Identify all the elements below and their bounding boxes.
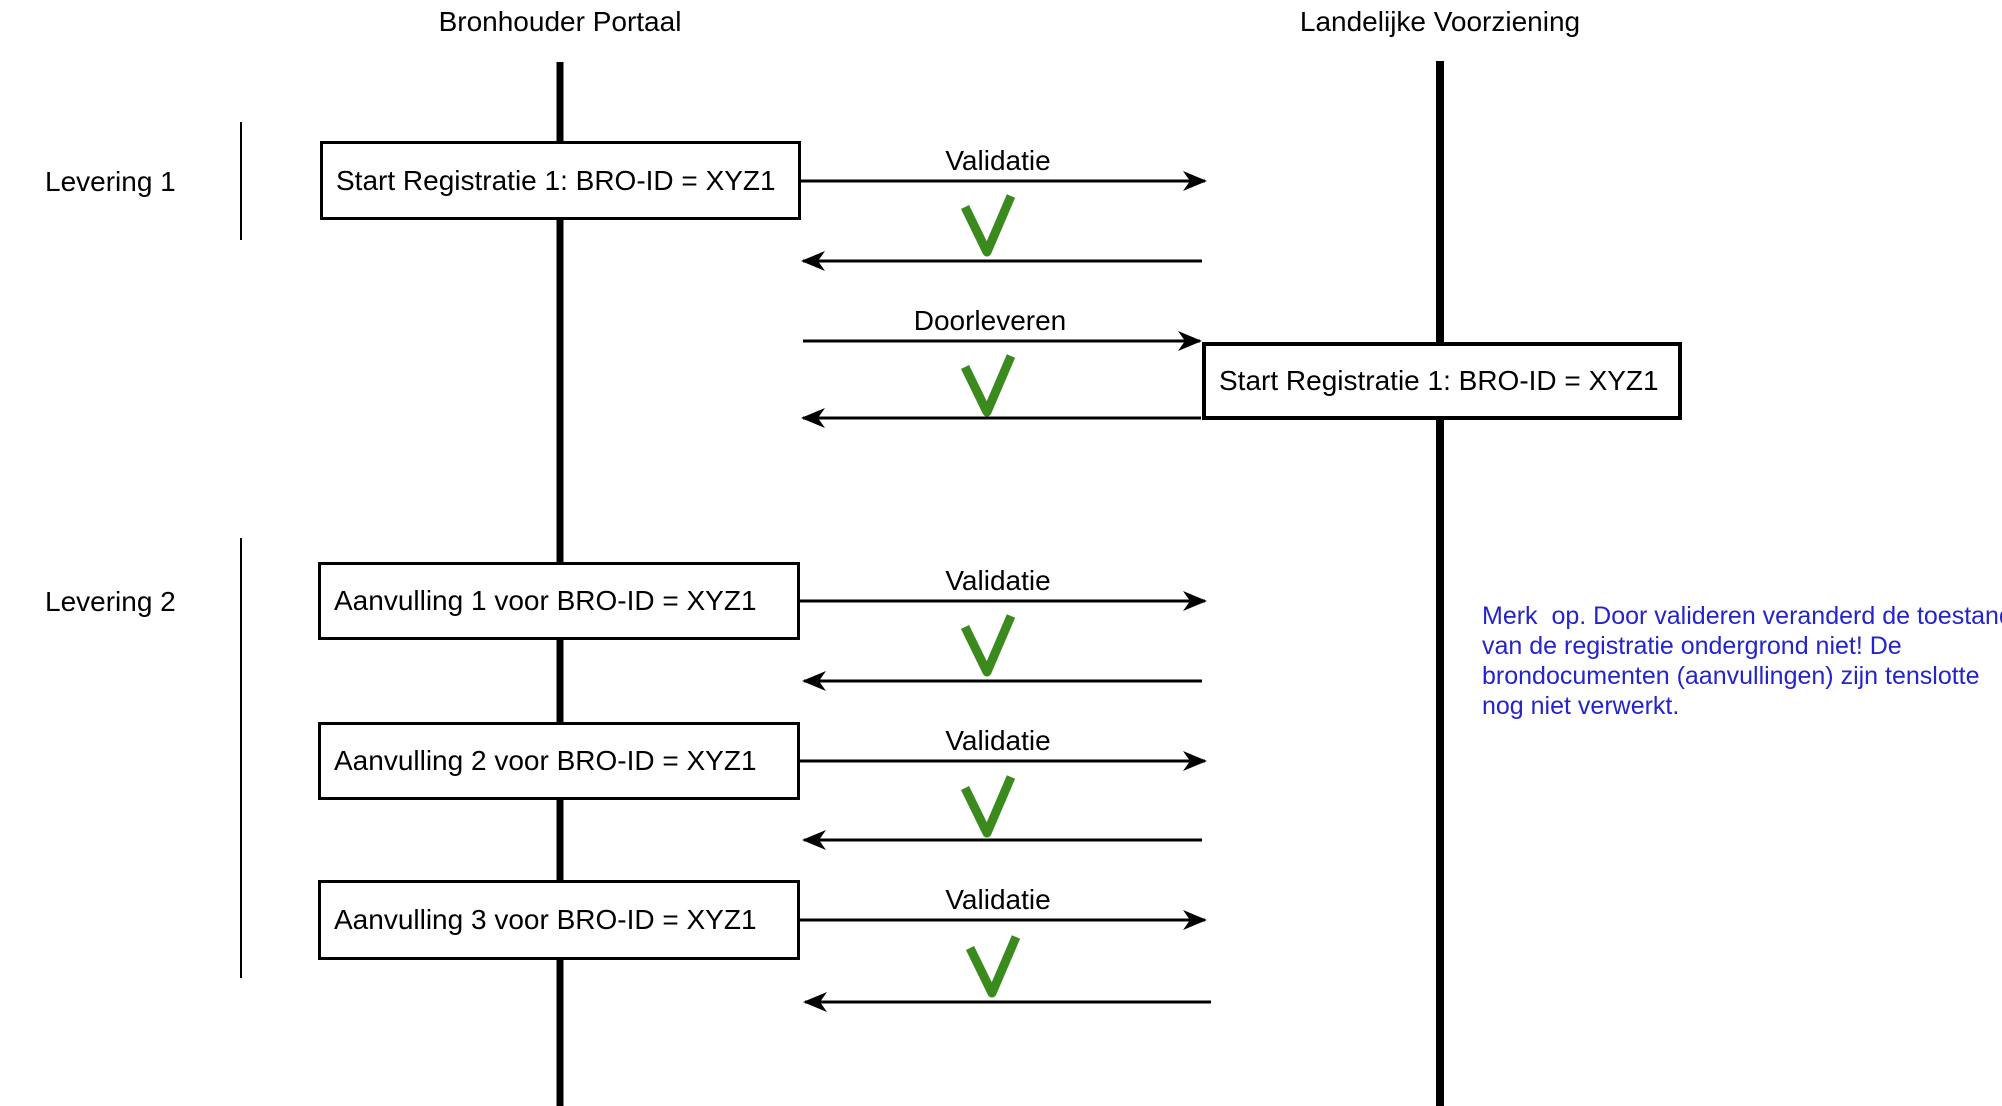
message-box-label: Aanvulling 2 voor BRO-ID = XYZ1	[334, 745, 757, 776]
arrow-label-validatie-4: Validatie	[945, 884, 1051, 915]
note-line: nog niet verwerkt.	[1482, 692, 1680, 720]
arrow-label-validatie-1: Validatie	[945, 145, 1051, 176]
message-box-start-registratie-bronhouder: Start Registratie 1: BRO-ID = XYZ1	[320, 141, 801, 220]
actor-title-bronhouder-portaal: Bronhouder Portaal	[438, 6, 682, 37]
check-icon-3	[960, 614, 1016, 677]
message-box-aanvulling-1: Aanvulling 1 voor BRO-ID = XYZ1	[318, 562, 800, 640]
note-validation-remark: Merk op. Door valideren veranderd de toe…	[1482, 601, 2002, 721]
check-icon-2	[960, 354, 1016, 417]
arrow-label-validatie-2: Validatie	[945, 565, 1051, 596]
message-box-label: Aanvulling 3 voor BRO-ID = XYZ1	[334, 904, 757, 935]
message-box-start-registratie-landelijke: Start Registratie 1: BRO-ID = XYZ1	[1202, 342, 1682, 420]
check-icon-1	[960, 194, 1016, 257]
actor-title-landelijke-voorziening: Landelijke Voorziening	[1299, 6, 1581, 37]
note-line: Merk op. Door valideren veranderd de toe…	[1482, 602, 2002, 630]
message-box-aanvulling-3: Aanvulling 3 voor BRO-ID = XYZ1	[318, 880, 800, 960]
message-box-aanvulling-2: Aanvulling 2 voor BRO-ID = XYZ1	[318, 722, 800, 800]
note-line: van de registratie ondergrond niet! De	[1482, 632, 1902, 660]
message-box-label: Start Registratie 1: BRO-ID = XYZ1	[336, 164, 776, 196]
check-icon-5	[965, 935, 1021, 998]
arrow-label-doorleveren: Doorleveren	[913, 305, 1067, 336]
group-label-levering-2: Levering 2	[45, 586, 176, 617]
arrow-label-validatie-3: Validatie	[945, 725, 1051, 756]
message-box-label: Aanvulling 1 voor BRO-ID = XYZ1	[334, 585, 757, 616]
message-box-label: Start Registratie 1: BRO-ID = XYZ1	[1219, 365, 1659, 396]
note-line: brondocumenten (aanvullingen) zijn tensl…	[1482, 662, 1980, 690]
group-label-levering-1: Levering 1	[45, 166, 176, 197]
check-icon-4	[960, 775, 1016, 838]
